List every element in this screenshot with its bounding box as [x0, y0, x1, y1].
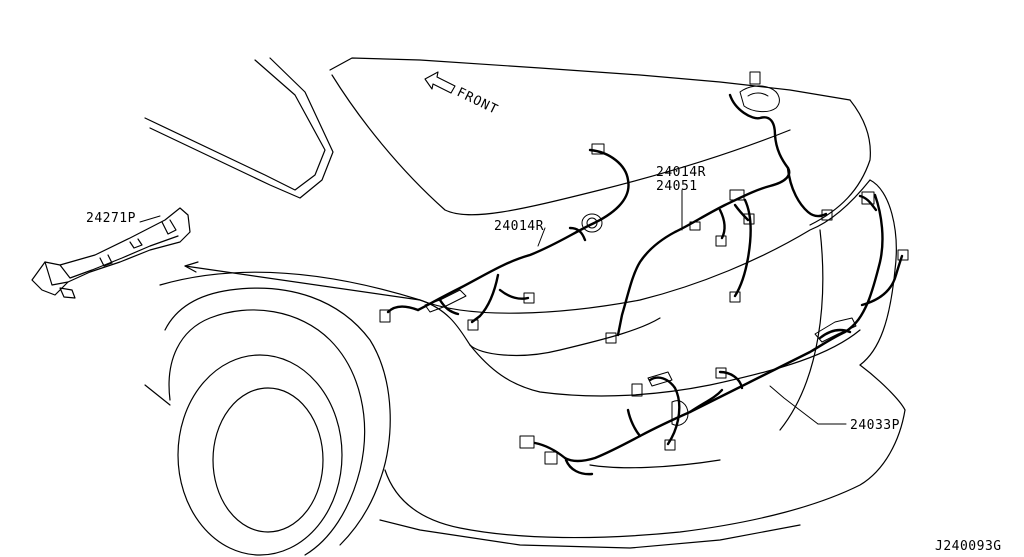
connectors-24033P	[519, 191, 909, 465]
arrow-left-icon	[424, 71, 456, 94]
connectors-24014R-24051	[605, 71, 833, 344]
part-label-24014R-main: 24014R	[656, 165, 706, 180]
connectors-24014R-left	[379, 143, 605, 331]
part-label-24033P: 24033P	[850, 418, 900, 433]
trunk-lid-outline	[329, 57, 871, 226]
harness-24033P	[533, 193, 904, 476]
leader-lines	[139, 189, 847, 425]
pointer-arrow	[184, 261, 421, 301]
front-direction-label: FRONT	[454, 85, 500, 118]
rear-body-outline	[144, 179, 906, 549]
harness-24014R-24051	[616, 93, 828, 337]
bracket-part-24271P	[31, 207, 191, 299]
harness-24014R-left	[386, 148, 630, 324]
part-label-24051: 24051	[656, 179, 698, 194]
rear-window-outline	[144, 57, 334, 199]
part-label-24014R-left: 24014R	[494, 219, 544, 234]
part-label-24271P: 24271P	[86, 211, 136, 226]
rear-wheel	[168, 309, 366, 556]
diagram-code: J240093G	[935, 539, 1002, 554]
